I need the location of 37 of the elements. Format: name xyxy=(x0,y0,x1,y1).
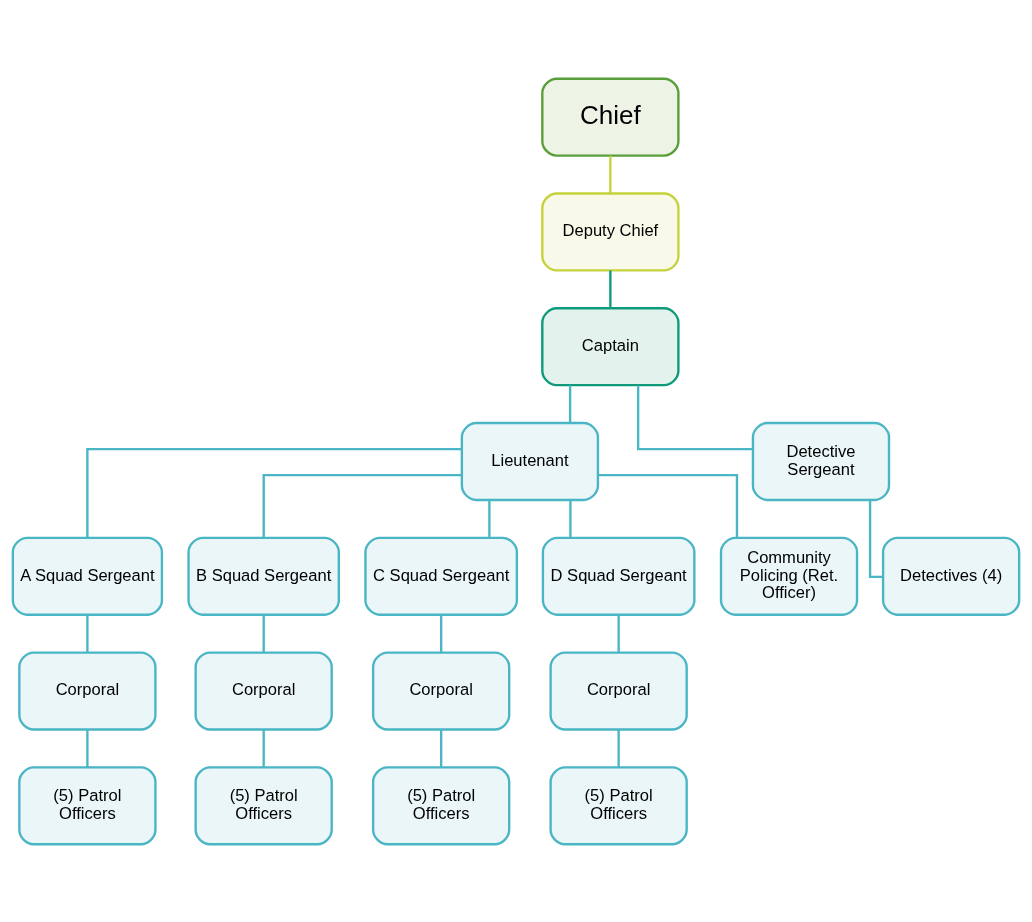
node-box: B Squad Sergeant xyxy=(187,536,340,616)
connector xyxy=(86,729,89,767)
connector xyxy=(598,473,739,537)
node-box: Lieutenant xyxy=(460,421,600,501)
connector xyxy=(86,614,89,652)
node-box: D Squad Sergeant xyxy=(541,536,696,616)
connector xyxy=(617,729,620,767)
node-box: Corporal xyxy=(549,650,688,731)
node-box: (5) Patrol Officers xyxy=(18,765,157,845)
node-box: Corporal xyxy=(194,650,333,731)
node-box: Chief xyxy=(541,77,680,157)
node-box: C Squad Sergeant xyxy=(364,536,519,616)
node-box: Detective Sergeant xyxy=(751,421,891,501)
node-box: Corporal xyxy=(371,650,511,731)
connector xyxy=(609,270,612,308)
node-box: Deputy Chief xyxy=(541,191,680,272)
node-box: (5) Patrol Officers xyxy=(194,765,333,845)
connector xyxy=(609,155,612,193)
connector xyxy=(569,499,572,538)
connector xyxy=(86,447,462,538)
connector xyxy=(262,614,265,652)
node-box: (5) Patrol Officers xyxy=(549,765,688,845)
node-box: A Squad Sergeant xyxy=(11,536,164,616)
connector xyxy=(488,499,491,538)
node-box: Captain xyxy=(541,306,680,386)
connector xyxy=(262,729,265,767)
connector xyxy=(568,384,572,423)
node-box: Detectives (4) xyxy=(881,536,1021,616)
node-box: Corporal xyxy=(18,650,157,731)
connector xyxy=(439,729,443,767)
connector xyxy=(439,614,443,652)
connector xyxy=(868,499,883,578)
node-box: (5) Patrol Officers xyxy=(371,765,511,845)
connector xyxy=(637,384,753,450)
connector xyxy=(617,614,620,652)
connector xyxy=(262,473,462,537)
node-box: Community Policing (Ret. Officer) xyxy=(719,536,859,616)
